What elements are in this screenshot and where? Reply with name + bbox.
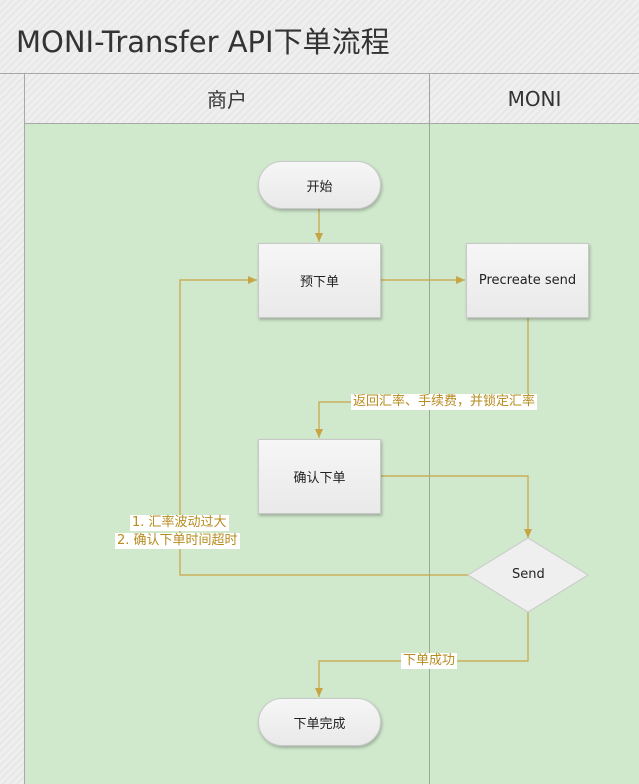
- done-node-label: 下单完成: [293, 716, 346, 732]
- diagram-title-bar: MONI-Transfer API下单流程: [0, 0, 639, 74]
- preorder-node: 预下单: [258, 243, 381, 318]
- lane-label-moni: MONI: [507, 86, 562, 111]
- edge-label-failure-1: 1. 汇率波动过大: [130, 515, 229, 531]
- lane-label-merchant: 商户: [207, 88, 247, 112]
- diagram-title: MONI-Transfer API下单流程: [16, 25, 390, 59]
- edge-precreate-to-confirm: [315, 317, 529, 438]
- edge-label-success: 下单成功: [401, 653, 458, 669]
- lane-header-merchant: 商户: [25, 74, 429, 124]
- start-node-label: 开始: [306, 179, 333, 195]
- edge-send-back-to-preorder: [179, 276, 468, 576]
- confirm-node-label: 确认下单: [293, 471, 346, 486]
- lane-body-moni: [430, 124, 639, 784]
- confirm-node: 确认下单: [258, 439, 381, 514]
- edge-label-return-rate: 返回汇率、手续费，并锁定汇率: [351, 394, 538, 410]
- edge-confirm-to-send: [380, 475, 532, 538]
- precreate-node: Precreate send: [466, 243, 589, 318]
- edge-label-failure-2: 2. 确认下单时间超时: [115, 533, 240, 549]
- lane-divider: [429, 74, 430, 784]
- lane-header-moni: MONI: [430, 74, 639, 124]
- pool-left-strip: [0, 74, 25, 784]
- done-node: 下单完成: [258, 698, 381, 746]
- start-node: 开始: [258, 161, 381, 209]
- precreate-node-label: Precreate send: [478, 273, 577, 288]
- preorder-node-label: 预下单: [299, 275, 339, 290]
- decision-send-label: Send: [512, 567, 545, 582]
- decision-send-shape: [467, 537, 589, 613]
